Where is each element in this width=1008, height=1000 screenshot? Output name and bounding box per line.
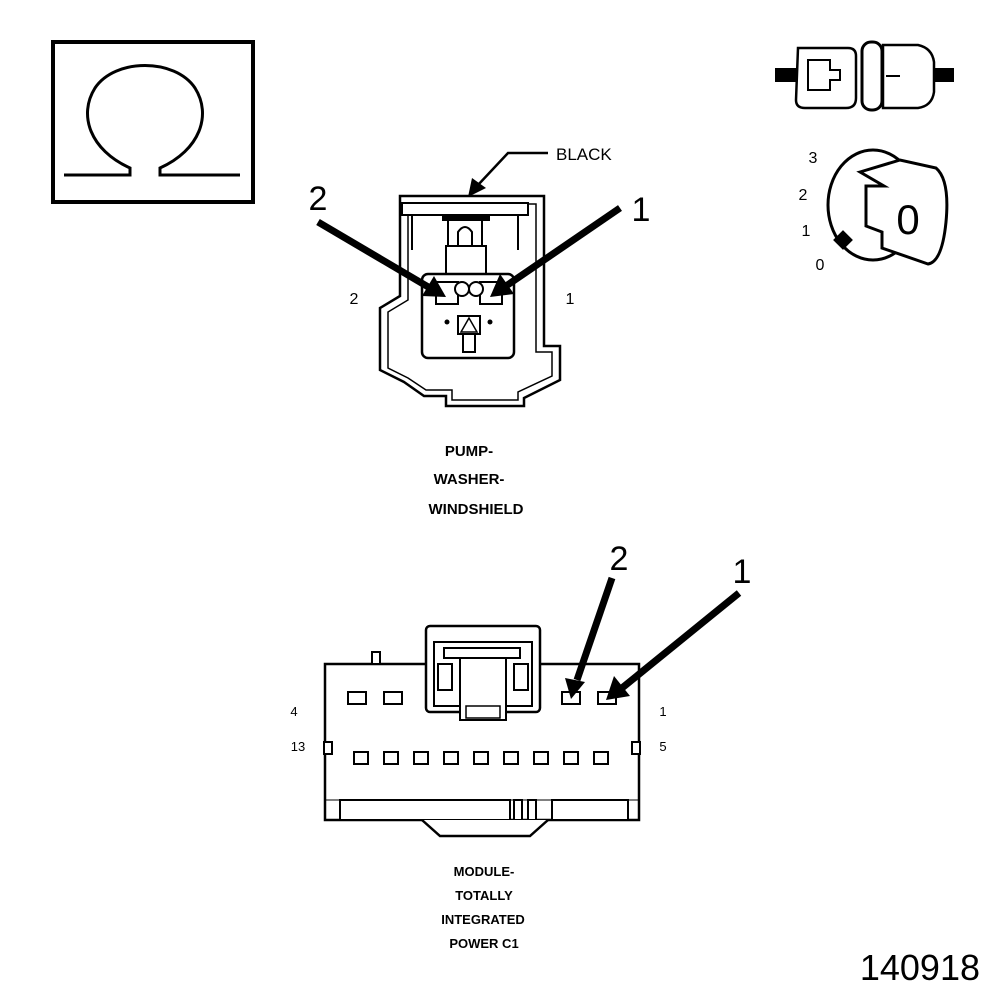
ignition-position-2: 2 bbox=[799, 187, 808, 204]
top-connector-name-line-1: PUMP- bbox=[445, 443, 493, 460]
bottom-pin-2-arrow bbox=[573, 576, 616, 682]
ignition-position-0: 0 bbox=[816, 257, 825, 274]
tipm-row-2-cavities bbox=[353, 751, 609, 765]
bottom-row2-left-label: 13 bbox=[291, 739, 305, 754]
ignition-position-1: 1 bbox=[802, 223, 811, 240]
ohmmeter-icon bbox=[51, 40, 255, 204]
bottom-arrow-label-2: 2 bbox=[610, 540, 629, 578]
ignition-key-label: 0 bbox=[896, 196, 919, 243]
bottom-connector-name-line-3: INTEGRATED bbox=[441, 912, 525, 927]
pump-washer-connector: BLACK 2 1 2 1 PUMP- WASHER- WINDS bbox=[309, 145, 651, 518]
disconnected-connector-icon bbox=[775, 40, 954, 112]
ignition-position-3: 3 bbox=[809, 150, 818, 167]
bottom-pin-1-arrowhead bbox=[606, 676, 630, 700]
top-connector-name-line-2: WASHER- bbox=[434, 471, 505, 488]
bottom-pin-1-arrow bbox=[619, 590, 742, 691]
ignition-switch-icon: 0 3 2 1 0 bbox=[799, 148, 949, 274]
black-callout-arrowhead bbox=[468, 178, 486, 197]
bottom-pin-2-arrowhead bbox=[565, 678, 585, 699]
top-pin-1-arrowhead bbox=[490, 274, 514, 297]
top-pin-2-arrow bbox=[316, 218, 432, 292]
bottom-connector-name-line-2: TOTALLY bbox=[455, 888, 513, 903]
top-arrow-label-1: 1 bbox=[632, 191, 651, 229]
top-pin-label-1: 1 bbox=[566, 291, 575, 308]
bottom-row1-left-label: 4 bbox=[290, 704, 297, 719]
black-callout-leader bbox=[477, 151, 548, 186]
top-pin-label-2: 2 bbox=[350, 291, 359, 308]
tipm-c1-connector: 2 1 4 1 13 5 MODULE- TOTALLY INTEGRATED … bbox=[290, 540, 751, 951]
bottom-connector-name-line-1: MODULE- bbox=[454, 864, 515, 879]
top-arrow-label-2: 2 bbox=[309, 180, 328, 218]
tipm-cavity-3 bbox=[383, 691, 403, 705]
top-connector-name-line-3: WINDSHIELD bbox=[429, 501, 524, 518]
bottom-arrow-label-1: 1 bbox=[733, 553, 752, 591]
top-pin-2-arrowhead bbox=[422, 276, 446, 297]
top-pin-1-arrow bbox=[504, 205, 622, 289]
bottom-row1-right-label: 1 bbox=[659, 704, 666, 719]
connector-color-label: BLACK bbox=[556, 145, 612, 164]
figure-number: 140918 bbox=[860, 947, 980, 988]
tipm-cavity-4 bbox=[347, 691, 367, 705]
bottom-row2-right-label: 5 bbox=[659, 739, 666, 754]
bottom-connector-name-line-4: POWER C1 bbox=[449, 936, 518, 951]
